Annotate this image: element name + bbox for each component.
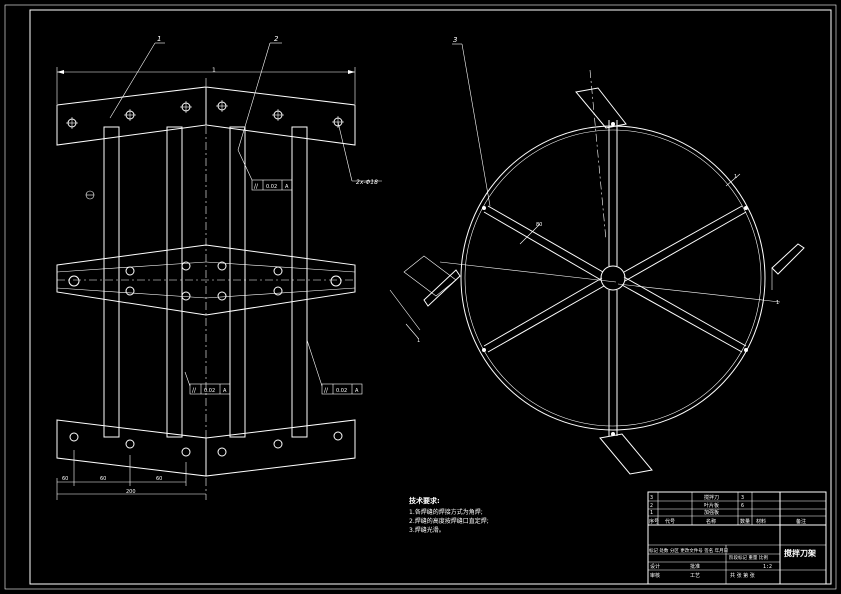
mark-row: 标记 处数 分区 更改文件号 签名 年月日 <box>649 547 728 554</box>
svg-text:A: A <box>285 184 289 190</box>
balloon-1: 1 <box>157 35 161 43</box>
spokes <box>483 120 747 436</box>
row-1-num: 1 <box>650 510 653 516</box>
row-2-num: 2 <box>650 503 653 509</box>
part-name: 搅拌刀架 <box>784 548 816 558</box>
tech-req-item-3: 3.焊缝光滑。 <box>409 526 445 534</box>
svg-text:0.02: 0.02 <box>336 388 347 394</box>
row-2-name: 叶片板 <box>704 502 719 509</box>
outer-ring <box>460 125 766 431</box>
title-block: 3 搅拌刀 3 2 叶片板 6 1 加强板 序号 代号 名称 数量 材料 备注 … <box>647 491 827 585</box>
hdr-code: 代号 <box>665 518 675 525</box>
dim-total: 200 <box>126 489 136 495</box>
middle-bracket-holes <box>68 261 342 301</box>
dim-7: 1 <box>776 300 779 306</box>
dim-top-label: 1 <box>212 67 216 74</box>
vertical-plate-2 <box>166 126 183 438</box>
hub <box>600 265 626 291</box>
hdr-num: 序号 <box>649 518 659 525</box>
hole-note: 2x-Φ18 <box>356 179 378 186</box>
row-3-qty: 3 <box>741 495 744 501</box>
weld-marks <box>482 122 748 436</box>
blade-bottom <box>599 433 653 475</box>
tolerance-frame-3: // 0.02 A <box>306 339 363 395</box>
sheet-border <box>4 4 837 590</box>
tolerance-frame-2: // 0.02 A <box>184 371 231 395</box>
design-label: 设计 <box>650 563 660 570</box>
row-1-name: 加强板 <box>704 509 719 516</box>
svg-text://: // <box>192 387 197 394</box>
dim-8: 1 <box>734 174 737 180</box>
svg-text://: // <box>324 387 329 394</box>
front-view: 1 <box>56 35 382 500</box>
drawing-frame <box>29 9 832 585</box>
tech-requirements: 技术要求: 1.各焊缝的焊接方式为角焊; 2.焊缝的高度按焊缝口直定焊; 3.焊… <box>409 496 489 534</box>
svg-text:A: A <box>355 388 359 394</box>
dim-1: 60 <box>62 476 68 482</box>
blade-left <box>423 269 461 307</box>
svg-text:A: A <box>223 388 227 394</box>
hdr-qty: 数量 <box>740 518 750 525</box>
tech-req-title: 技术要求: <box>409 496 440 505</box>
dim-2: 60 <box>100 476 106 482</box>
hdr-name: 名称 <box>706 518 716 525</box>
blade-right <box>771 243 805 275</box>
row-2-qty: 6 <box>741 503 744 509</box>
side-view-wheel: 1 1 1 80 3 <box>389 36 805 475</box>
top-bracket-holes <box>66 100 344 129</box>
stage-label: 阶段标记 重量 比例 <box>729 554 768 561</box>
vertical-plate-1 <box>103 126 120 438</box>
balloon-2: 2 <box>274 35 279 43</box>
row-3-num: 3 <box>650 495 653 501</box>
tech-req-item-1: 1.各焊缝的焊接方式为角焊; <box>409 508 483 516</box>
review-label: 审核 <box>650 572 660 579</box>
svg-text://: // <box>254 183 259 190</box>
vertical-plate-4 <box>291 126 308 438</box>
svg-text:0.02: 0.02 <box>204 388 215 394</box>
tolerance-frame-1: // 0.02 A <box>237 149 293 191</box>
hdr-note: 备注 <box>796 518 806 525</box>
scale-value: 1:2 <box>763 564 772 570</box>
approve-label: 批准 <box>690 563 700 570</box>
dim-6: 1 <box>417 338 420 344</box>
vertical-plate-3 <box>229 126 246 438</box>
row-3-name: 搅拌刀 <box>704 494 719 501</box>
svg-text:0.02: 0.02 <box>266 184 277 190</box>
balloon-3: 3 <box>453 36 457 44</box>
tech-req-item-2: 2.焊缝的高度按焊缝口直定焊; <box>409 517 489 525</box>
process-label: 工艺 <box>690 573 700 579</box>
bottom-bracket-holes <box>69 431 343 457</box>
dim-3: 60 <box>156 476 162 482</box>
blade-top <box>575 87 627 129</box>
hdr-material: 材料 <box>756 518 766 525</box>
sheet-label: 共 张 第 张 <box>730 572 755 579</box>
